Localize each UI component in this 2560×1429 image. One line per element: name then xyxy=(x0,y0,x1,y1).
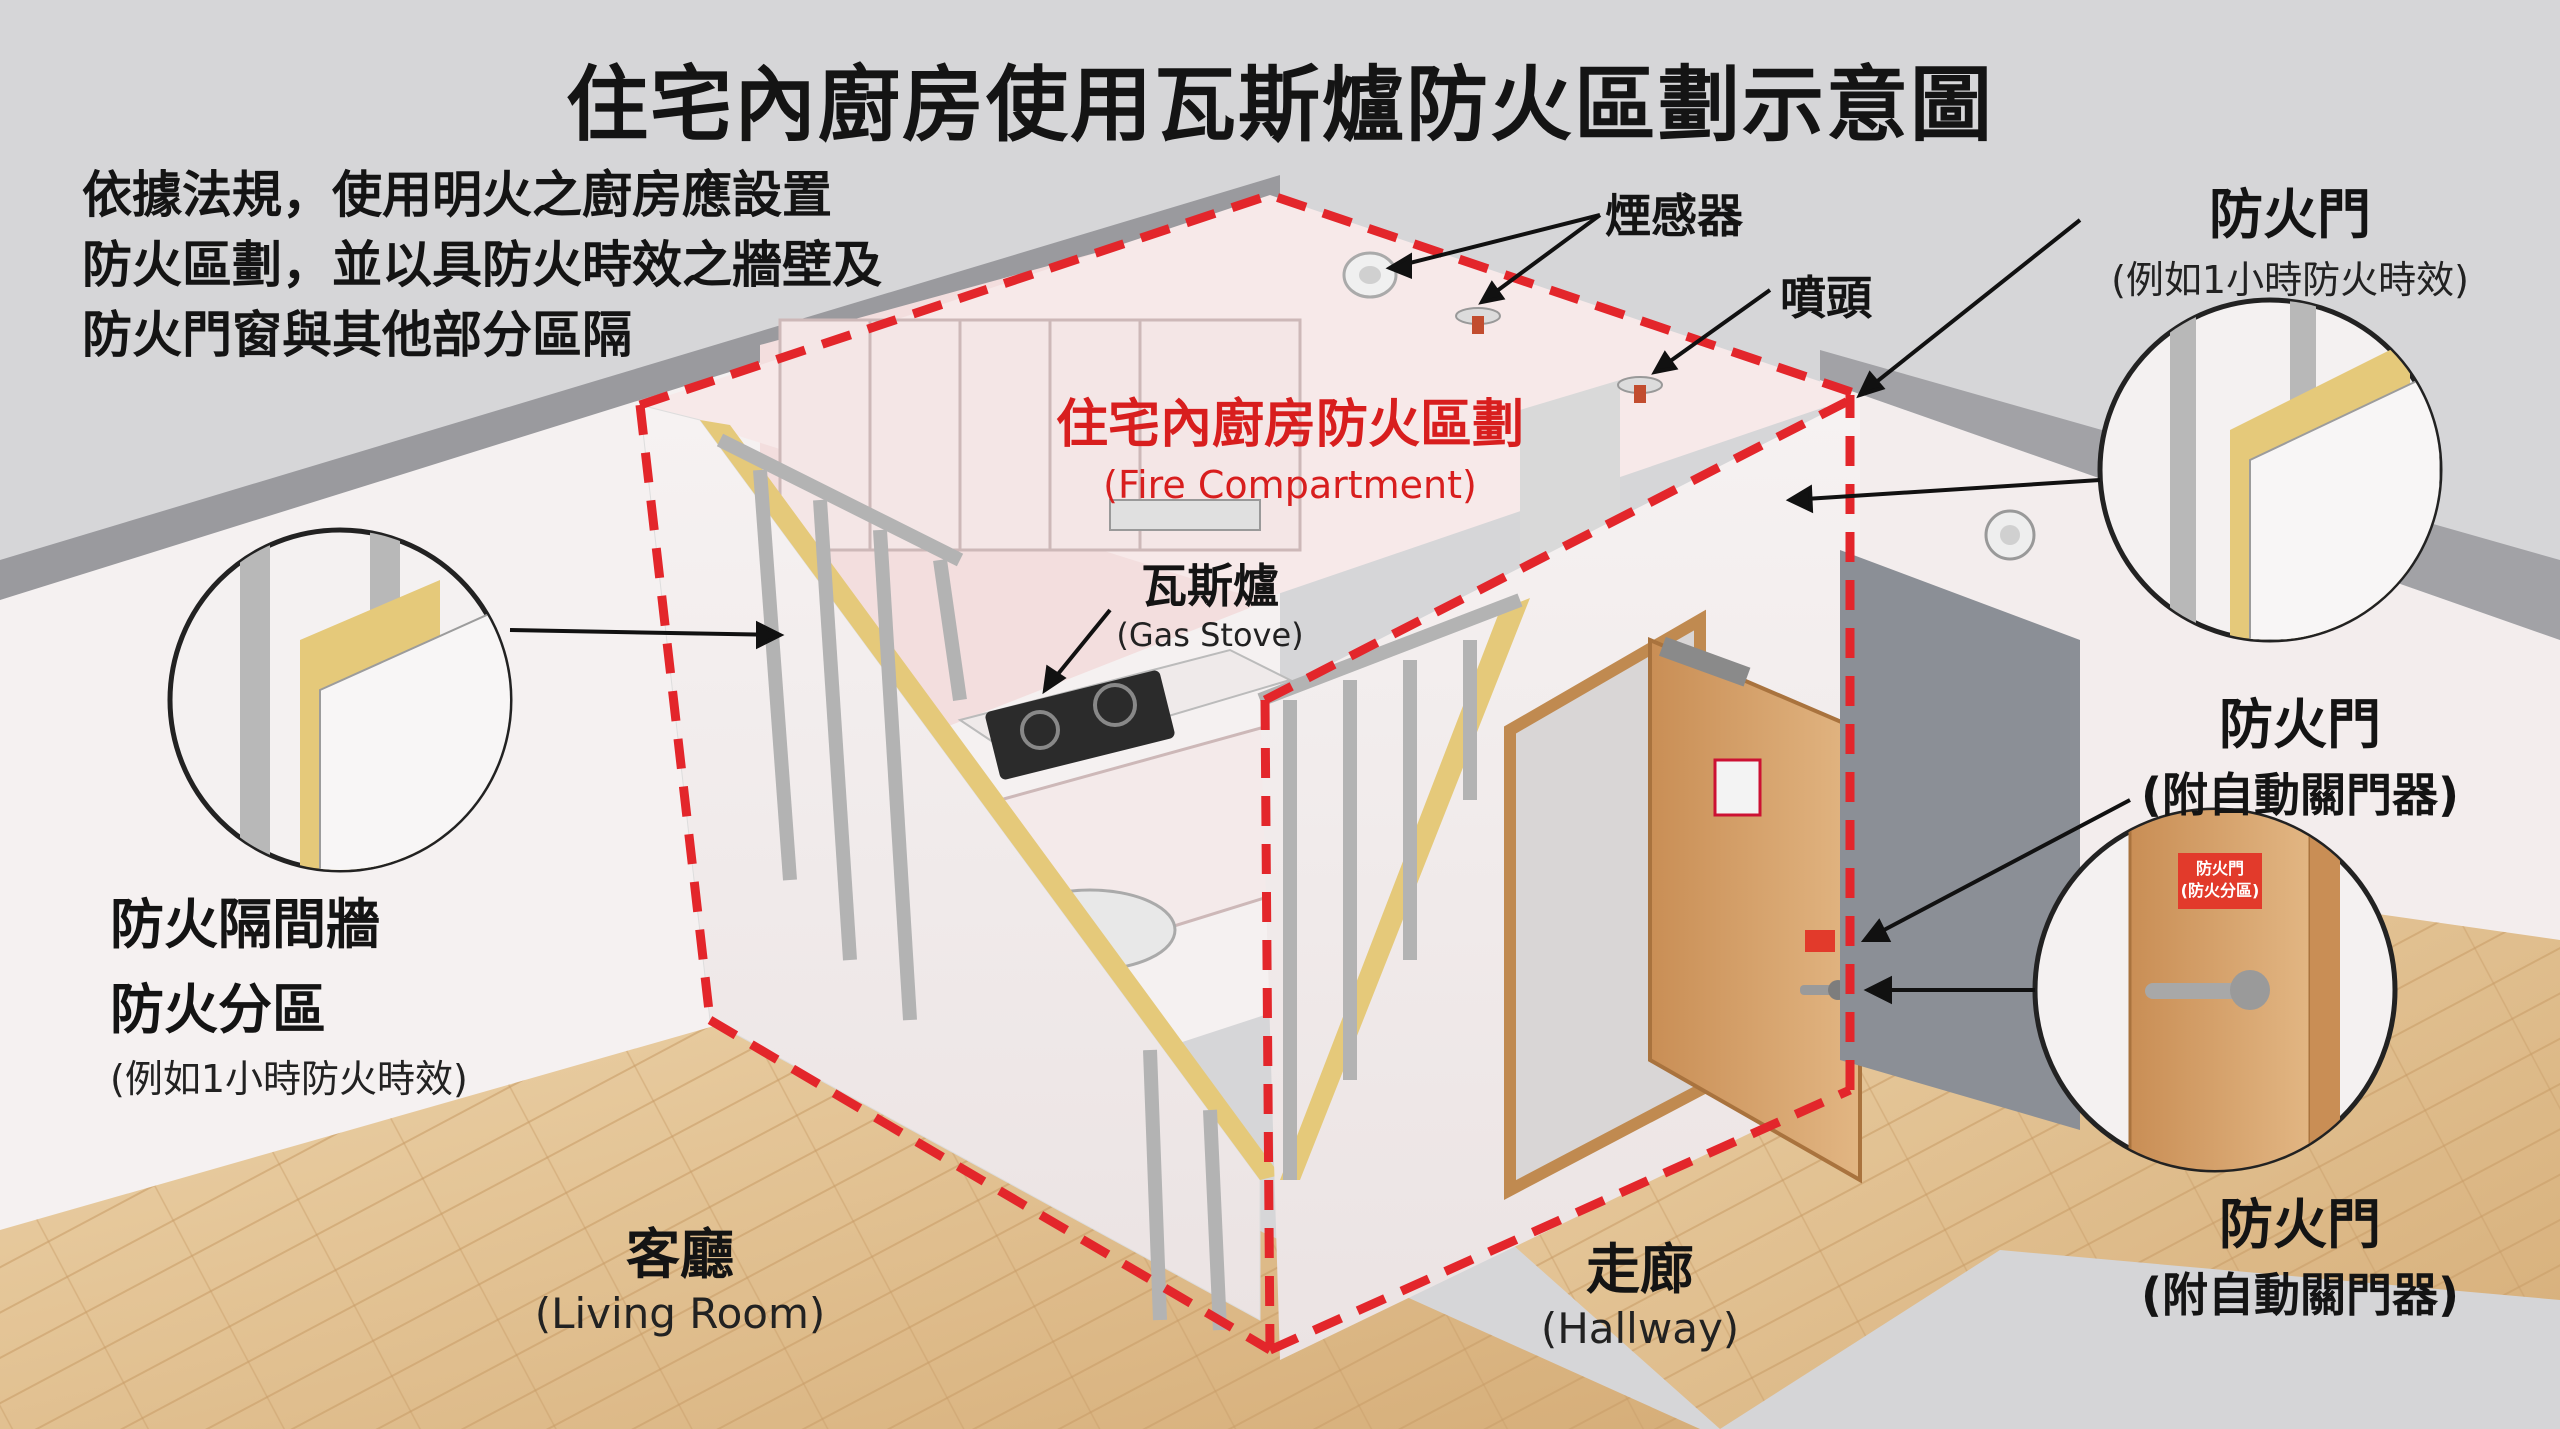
gas-stove-icon xyxy=(985,670,1175,780)
left-room-wall-top xyxy=(0,175,1280,600)
hallway-smoke-detector-icon xyxy=(1984,509,2036,561)
compartment-label-en: (Fire Compartment) xyxy=(1103,463,1477,507)
living-room-label: 客廳 (Living Room) xyxy=(480,1210,880,1338)
fire-wall-label-line2: 防火分區 xyxy=(110,978,326,1041)
living-room-label-zh: 客廳 xyxy=(626,1223,734,1286)
fire-door-mid-note: (附自動關門器) xyxy=(2140,768,2460,822)
intro-line: 防火區劃，並以具防火時效之牆壁及 xyxy=(82,236,882,294)
compartment-label-zh: 住宅內廚房防火區劃 xyxy=(1055,395,1524,455)
hallway-label-en: (Hallway) xyxy=(1540,1304,1740,1353)
compartment-label: 住宅內廚房防火區劃 (Fire Compartment) xyxy=(930,382,1650,507)
hallway-label: 走廊 (Hallway) xyxy=(1470,1225,1810,1353)
fire-door-mid-label: 防火門 (附自動關門器) xyxy=(2060,680,2540,825)
left-wall-studs xyxy=(716,433,1227,1331)
left-fire-wall xyxy=(639,404,1261,1321)
stove-label: 瓦斯爐 (Gas Stove) xyxy=(1060,550,1360,654)
fire-door-bottom-note: (附自動關門器) xyxy=(2140,1268,2460,1322)
fire-wall-label-note: (例如1小時防火時效) xyxy=(110,1057,468,1101)
hallway-label-zh: 走廊 xyxy=(1586,1238,1694,1301)
page-title: 住宅內廚房使用瓦斯爐防火區劃示意圖 xyxy=(565,58,1994,153)
fire-door-top-note: (例如1小時防火時效) xyxy=(2111,258,2469,302)
stove-label-zh: 瓦斯爐 xyxy=(1141,559,1279,613)
fire-door-top-label: 防火門 (例如1小時防火時效) xyxy=(2040,170,2540,304)
hallway-step xyxy=(1720,1250,2560,1429)
door-sign xyxy=(2178,853,2262,909)
fire-door-top-title: 防火門 xyxy=(2209,183,2371,246)
sprinkler-icon xyxy=(1455,307,1501,334)
door-handle-magnifier xyxy=(2032,807,2398,1173)
stove-label-en: (Gas Stove) xyxy=(1116,616,1304,654)
intro-line: 防火門窗與其他部分區隔 xyxy=(82,306,632,364)
fire-wall-label: 防火隔間牆 防火分區 (例如1小時防火時效) xyxy=(110,880,468,1103)
fire-compartment-boundary xyxy=(635,190,1862,1355)
door-sign-text: 防火門 (防火分區) xyxy=(2178,858,2262,902)
door-sign-text-line1: 防火門 xyxy=(2195,859,2244,878)
smoke-detector-label: 煙感器 xyxy=(1605,189,1743,243)
door-closer-icon xyxy=(1658,636,1751,687)
sprinkler-label: 噴頭 xyxy=(1780,271,1872,325)
fire-door-bottom-label: 防火門 (附自動關門器) xyxy=(2060,1180,2540,1325)
callout-arrows xyxy=(509,213,2131,1005)
door-warning-label xyxy=(1713,758,1762,817)
left-wall-cut-edge xyxy=(700,420,1280,1180)
wall-detail-magnifier xyxy=(167,527,513,873)
sprinkler-icon xyxy=(1617,376,1663,403)
intro-text: 依據法規，使用明火之廚房應設置 防火區劃，並以具防火時效之牆壁及 防火門窗與其他… xyxy=(82,160,882,370)
hallway-dark-opening xyxy=(1840,550,2080,1130)
fire-door-bottom-title: 防火門 xyxy=(2219,1193,2381,1256)
door-small-sign xyxy=(1805,930,1835,952)
smoke-detector-icon xyxy=(1342,251,1398,299)
right-wall-studs xyxy=(1257,593,1523,1180)
fire-door xyxy=(1648,636,1862,1184)
intro-line: 依據法規，使用明火之廚房應設置 xyxy=(82,166,832,224)
living-room-label-en: (Living Room) xyxy=(534,1289,826,1338)
fire-door-mid-title: 防火門 xyxy=(2219,693,2381,756)
range-hood xyxy=(1109,499,1261,531)
fire-wall-label-line1: 防火隔間牆 xyxy=(110,893,380,956)
door-edge-magnifier xyxy=(2097,297,2443,643)
door-sign-text-line2: (防火分區) xyxy=(2180,881,2260,900)
